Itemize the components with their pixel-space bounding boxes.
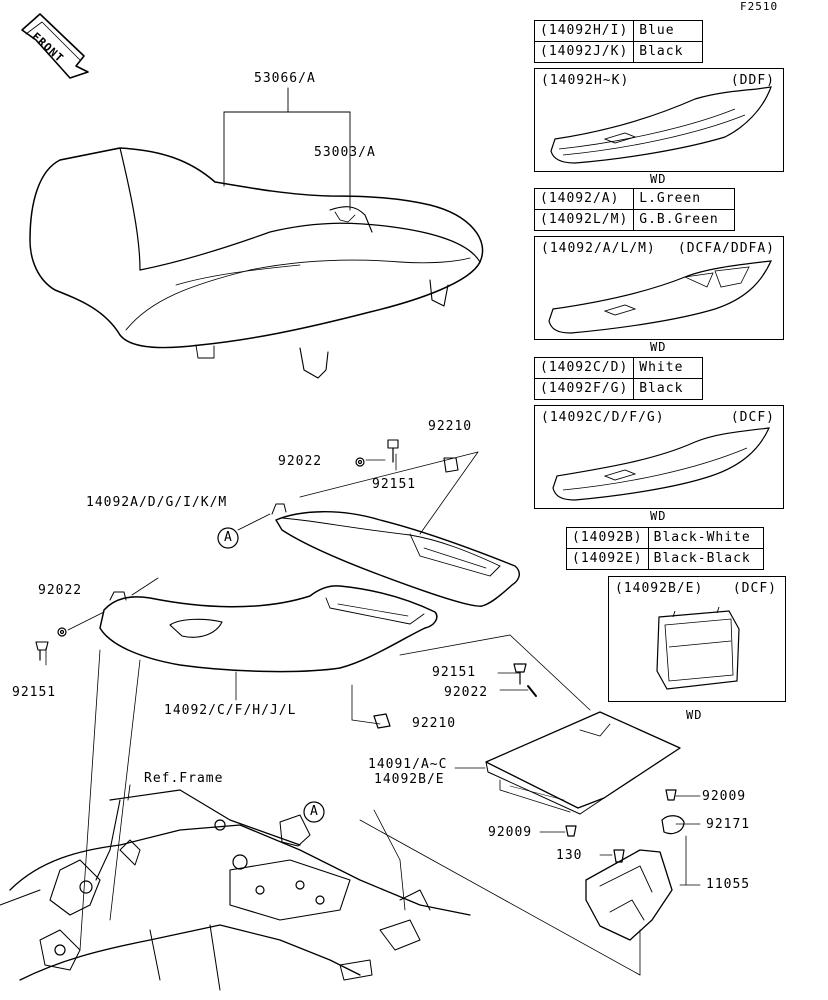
- color-cell: L.Green: [633, 188, 736, 210]
- color-cell: G.B.Green: [633, 209, 736, 231]
- callout-53003: 53003/A: [314, 145, 376, 160]
- panel-title: (14092B/E): [615, 581, 704, 596]
- variant-table-1: (14092H/I) Blue (14092J/K) Black: [533, 20, 704, 63]
- part-number-cell: (14092C/D): [533, 357, 635, 379]
- callout-14092-top: 14092A/D/G/I/K/M: [86, 495, 228, 510]
- table-row: (14092E) Black-Black: [566, 548, 764, 570]
- table-row: (14092C/D) White: [533, 357, 704, 379]
- callout-92210-top: 92210: [428, 419, 473, 434]
- color-cell: Black: [633, 378, 704, 400]
- wd-label-1: WD: [650, 172, 667, 186]
- callout-92009-right: 92009: [702, 789, 747, 804]
- callout-14091: 14091/A~C: [368, 757, 448, 772]
- part-number-cell: (14092/A): [533, 188, 635, 210]
- callout-92009-left: 92009: [488, 825, 533, 840]
- callout-92171: 92171: [706, 817, 751, 832]
- callout-53066: 53066/A: [254, 71, 316, 86]
- callout-92151-top: 92151: [372, 477, 417, 492]
- panel-title: (14092C/D/F/G): [541, 410, 665, 425]
- seat-leader-lines: [223, 87, 351, 211]
- left-side-cover: [99, 585, 438, 673]
- marker-a-icons: [217, 527, 325, 823]
- panel-title: (14092/A/L/M): [541, 241, 656, 256]
- variant-table-3: (14092C/D) White (14092F/G) Black: [533, 357, 704, 400]
- table-row: (14092L/M) G.B.Green: [533, 209, 736, 231]
- marker-a-bottom: A: [310, 804, 319, 819]
- panel-code: (DDF): [730, 73, 775, 88]
- wd-label-4: WD: [686, 708, 703, 722]
- color-cell: Blue: [633, 20, 704, 42]
- color-cell: Black-Black: [647, 548, 764, 570]
- cover-variant-drawing: [552, 427, 770, 501]
- callout-130: 130: [556, 848, 583, 863]
- callout-92022-left: 92022: [38, 583, 83, 598]
- table-row: (14092B) Black-White: [566, 527, 764, 549]
- panel-code: (DCF): [730, 410, 775, 425]
- callout-92151-left: 92151: [12, 685, 57, 700]
- mounting-bracket: [585, 849, 673, 941]
- color-cell: Black-White: [647, 527, 764, 549]
- part-number-cell: (14092H/I): [533, 20, 635, 42]
- variant-panel-4: (14092B/E) (DCF): [608, 576, 786, 702]
- color-cell: Black: [633, 41, 704, 63]
- figure-code: F2510: [740, 0, 779, 13]
- table-row: (14092/A) L.Green: [533, 188, 736, 210]
- callout-14092-mid: 14092/C/F/H/J/L: [164, 703, 297, 718]
- marker-a-top: A: [224, 530, 233, 545]
- variant-panel-1: (14092H~K) (DDF): [534, 68, 784, 172]
- seat-assembly: [29, 147, 484, 379]
- panel-code: (DCFA/DDFA): [677, 241, 775, 256]
- variant-panel-2: (14092/A/L/M) (DCFA/DDFA): [534, 236, 784, 340]
- wd-label-3: WD: [650, 509, 667, 523]
- part-number-cell: (14092E): [566, 548, 649, 570]
- callout-92022-top: 92022: [278, 454, 323, 469]
- under-seat-tray: [485, 711, 681, 815]
- wd-label-2: WD: [650, 340, 667, 354]
- callout-14092be: 14092B/E: [374, 772, 445, 787]
- variant-table-4: (14092B) Black-White (14092E) Black-Blac…: [566, 527, 764, 570]
- cover-variant-drawing: [550, 86, 772, 164]
- panel-code: (DCF): [732, 581, 777, 596]
- fasteners: [35, 439, 685, 863]
- table-row: (14092H/I) Blue: [533, 20, 704, 42]
- color-cell: White: [633, 357, 704, 379]
- part-number-cell: (14092J/K): [533, 41, 635, 63]
- table-row: (14092F/G) Black: [533, 378, 704, 400]
- right-side-cover: [271, 503, 520, 607]
- variant-panel-3: (14092C/D/F/G) (DCF): [534, 405, 784, 509]
- part-number-cell: (14092F/G): [533, 378, 635, 400]
- cover-variant-drawing: [548, 260, 772, 334]
- variant-table-2: (14092/A) L.Green (14092L/M) G.B.Green: [533, 188, 736, 231]
- reference-frame: [0, 784, 471, 991]
- ref-frame-label: Ref.Frame: [144, 771, 224, 786]
- table-row: (14092J/K) Black: [533, 41, 704, 63]
- front-arrow-icon: [21, 13, 89, 79]
- part-number-cell: (14092L/M): [533, 209, 635, 231]
- part-number-cell: (14092B): [566, 527, 649, 549]
- tray-variant-drawing: [656, 606, 740, 690]
- callout-11055: 11055: [706, 877, 751, 892]
- assembly-leader-lines: [45, 451, 701, 976]
- callout-92151-right: 92151: [432, 665, 477, 680]
- callout-92210-right: 92210: [412, 716, 457, 731]
- panel-title: (14092H~K): [541, 73, 630, 88]
- callout-92022-right: 92022: [444, 685, 489, 700]
